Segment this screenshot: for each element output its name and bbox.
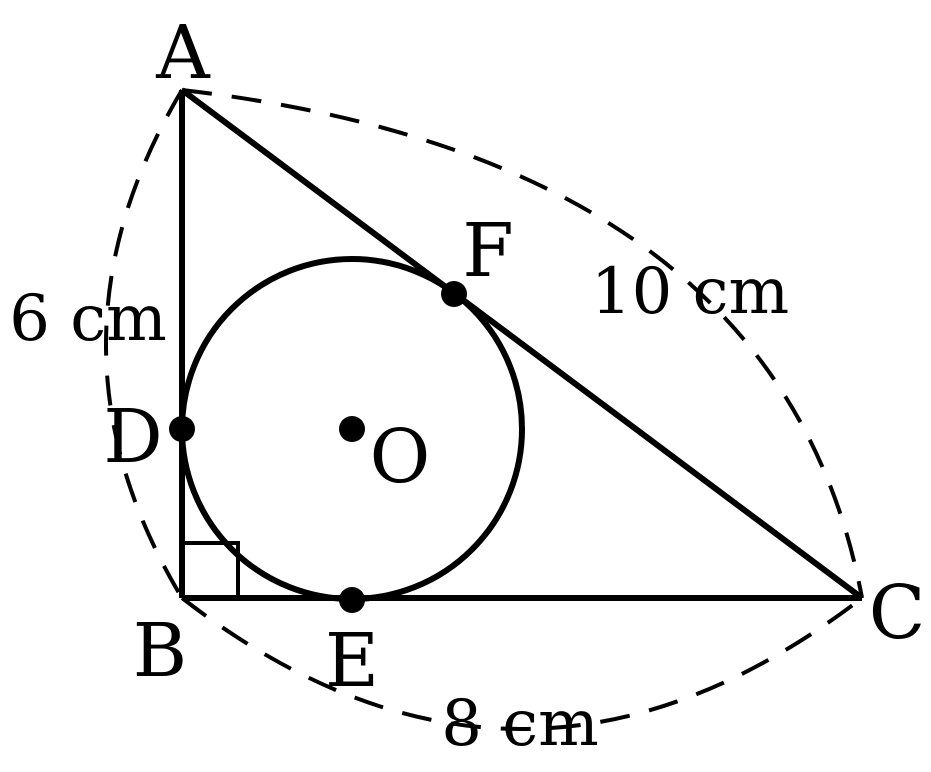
- dimension-arc-ac: [181, 88, 864, 599]
- center-o-dot: [339, 416, 365, 442]
- label-b: B: [133, 608, 187, 694]
- label-a: A: [155, 10, 211, 96]
- label-d: D: [103, 394, 162, 480]
- label-c: C: [869, 570, 926, 656]
- measurement-ac: 10 cm: [591, 255, 789, 329]
- label-f: F: [462, 208, 513, 294]
- point-f-dot: [441, 281, 467, 307]
- label-e: E: [325, 618, 379, 704]
- label-o: O: [370, 414, 431, 500]
- dimension-arc-bc: [180, 596, 864, 731]
- side-ac: [180, 87, 864, 601]
- point-d-dot: [169, 416, 195, 442]
- measurement-ab: 6 cm: [9, 282, 167, 356]
- measurement-bc: 8 cm: [441, 687, 599, 761]
- right-angle-marker: [182, 541, 240, 598]
- point-e-dot: [339, 587, 365, 613]
- dimension-arc-ab: [104, 88, 184, 600]
